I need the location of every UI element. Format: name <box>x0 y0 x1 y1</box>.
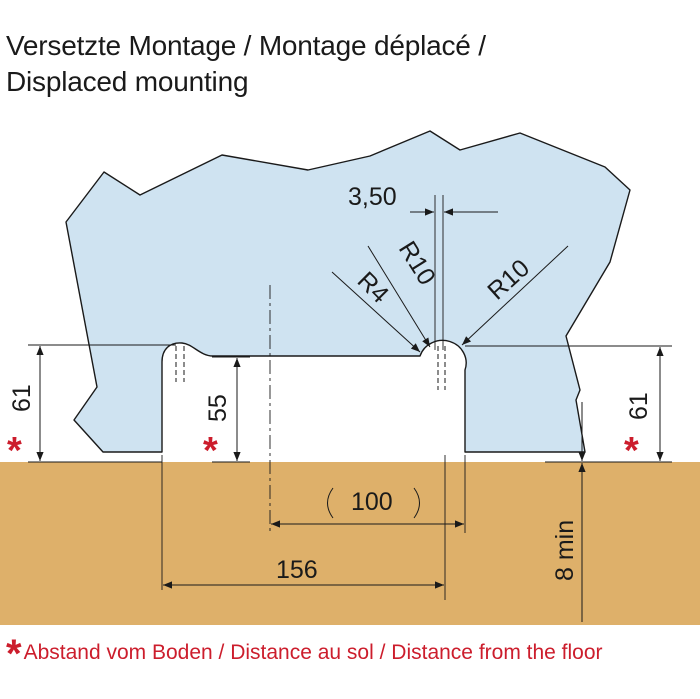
label-55: 55 <box>204 394 232 422</box>
diagram-title: Versetzte Montage / Montage déplacé / Di… <box>6 28 486 100</box>
leader-r10-b <box>461 245 569 346</box>
floor-marker-right: * <box>624 430 639 472</box>
leader-r4 <box>331 271 421 353</box>
footnote: *Abstand vom Boden / Distance au sol / D… <box>6 632 603 677</box>
extension-lines <box>28 344 672 463</box>
label-61-left: 61 <box>8 384 36 412</box>
bracket-100-right <box>413 487 420 519</box>
floor-marker-middle: * <box>203 430 218 472</box>
label-8min: 8 min <box>551 520 579 581</box>
title-line-1: Versetzte Montage / Montage déplacé / <box>6 30 486 61</box>
bracket-100-left <box>327 487 334 519</box>
footnote-text: Abstand vom Boden / Distance au sol / Di… <box>23 641 603 664</box>
title-line-2: Displaced mounting <box>6 66 249 97</box>
glass-panel <box>65 130 631 453</box>
floor <box>0 462 700 625</box>
label-61-right: 61 <box>625 392 653 420</box>
leader-r10-a <box>367 245 431 348</box>
floor-marker-left: * <box>7 430 22 472</box>
right-hole <box>437 346 446 390</box>
label-156: 156 <box>276 556 318 584</box>
left-hole <box>175 346 185 382</box>
label-3-50: 3,50 <box>348 183 397 211</box>
footnote-asterisk: * <box>6 632 22 676</box>
label-100: 100 <box>351 488 393 516</box>
